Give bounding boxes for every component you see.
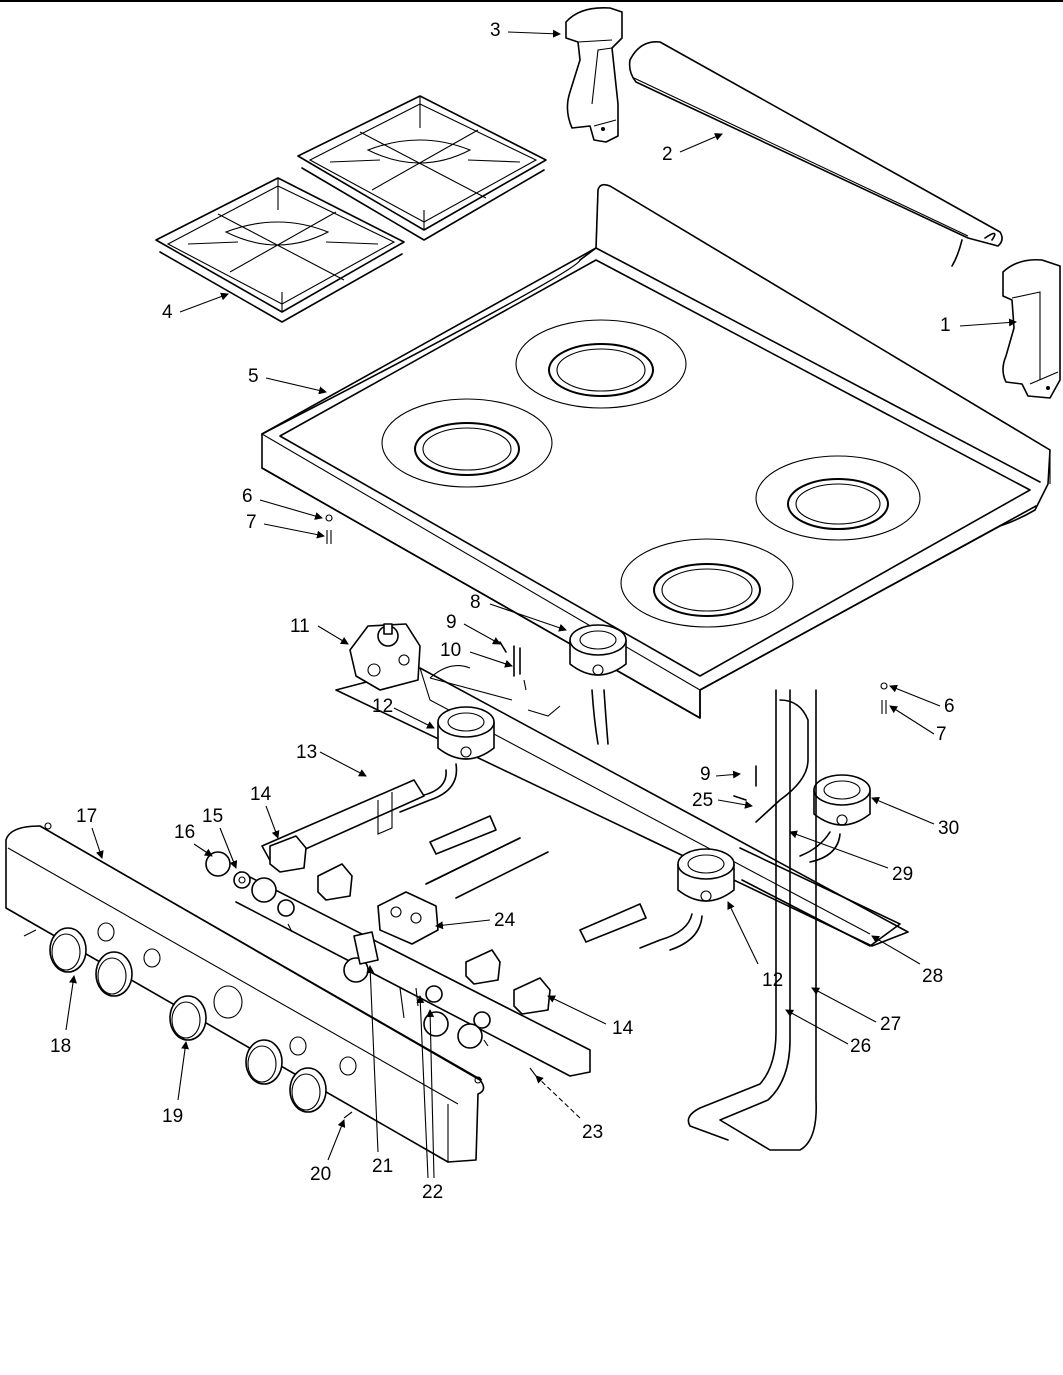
part-3-left-end-cap (565, 6, 623, 143)
callout-27: 27 (880, 1014, 901, 1035)
callout-12-top: 12 (372, 696, 393, 717)
part-2-backguard-trim (628, 41, 1003, 267)
callout-16: 16 (174, 822, 195, 843)
parts-6-7-screws (325, 514, 888, 714)
callout-17: 17 (76, 806, 97, 827)
callout-4: 4 (162, 302, 173, 323)
callout-2: 2 (662, 144, 673, 165)
part-4-burner-grates (155, 95, 547, 323)
callout-26: 26 (850, 1036, 871, 1057)
burner-assembly (261, 623, 909, 1151)
callout-11: 11 (290, 616, 310, 637)
control-knobs (49, 922, 357, 1113)
callout-labels: 1 2 3 4 5 6 7 6 7 8 9 10 11 12 13 14 15 (50, 20, 1017, 1203)
callout-10: 10 (440, 640, 461, 661)
callout-13: 13 (296, 742, 317, 763)
callout-19: 19 (162, 1106, 183, 1127)
callout-20: 20 (310, 1164, 331, 1185)
callout-30: 30 (938, 818, 959, 839)
callout-28: 28 (922, 966, 943, 987)
callout-12-right: 12 (762, 970, 783, 991)
callout-23: 23 (582, 1122, 603, 1143)
callout-24: 24 (494, 910, 516, 931)
callout-9-top: 9 (446, 612, 457, 633)
callout-29: 29 (892, 864, 913, 885)
callout-5: 5 (248, 366, 259, 387)
callout-22: 22 (422, 1182, 443, 1203)
callout-21: 21 (372, 1156, 393, 1177)
callout-7-left: 7 (246, 512, 257, 533)
callout-8: 8 (470, 592, 481, 613)
callout-14-right: 14 (612, 1018, 634, 1039)
callout-1: 1 (940, 315, 951, 336)
callout-7-right: 7 (936, 724, 947, 745)
part-5-cooktop (261, 183, 1051, 719)
part-1-right-end-cap (1002, 258, 1061, 399)
callout-3: 3 (490, 20, 501, 41)
callout-14-left: 14 (250, 784, 272, 805)
callout-25: 25 (692, 790, 713, 811)
callout-15: 15 (202, 806, 223, 827)
burner-heads (437, 624, 871, 902)
callout-6-left: 6 (242, 486, 253, 507)
part-17-control-panel (5, 822, 485, 1163)
callout-6-right: 6 (944, 696, 955, 717)
callout-9-right: 9 (700, 764, 711, 785)
callout-18: 18 (50, 1036, 71, 1057)
